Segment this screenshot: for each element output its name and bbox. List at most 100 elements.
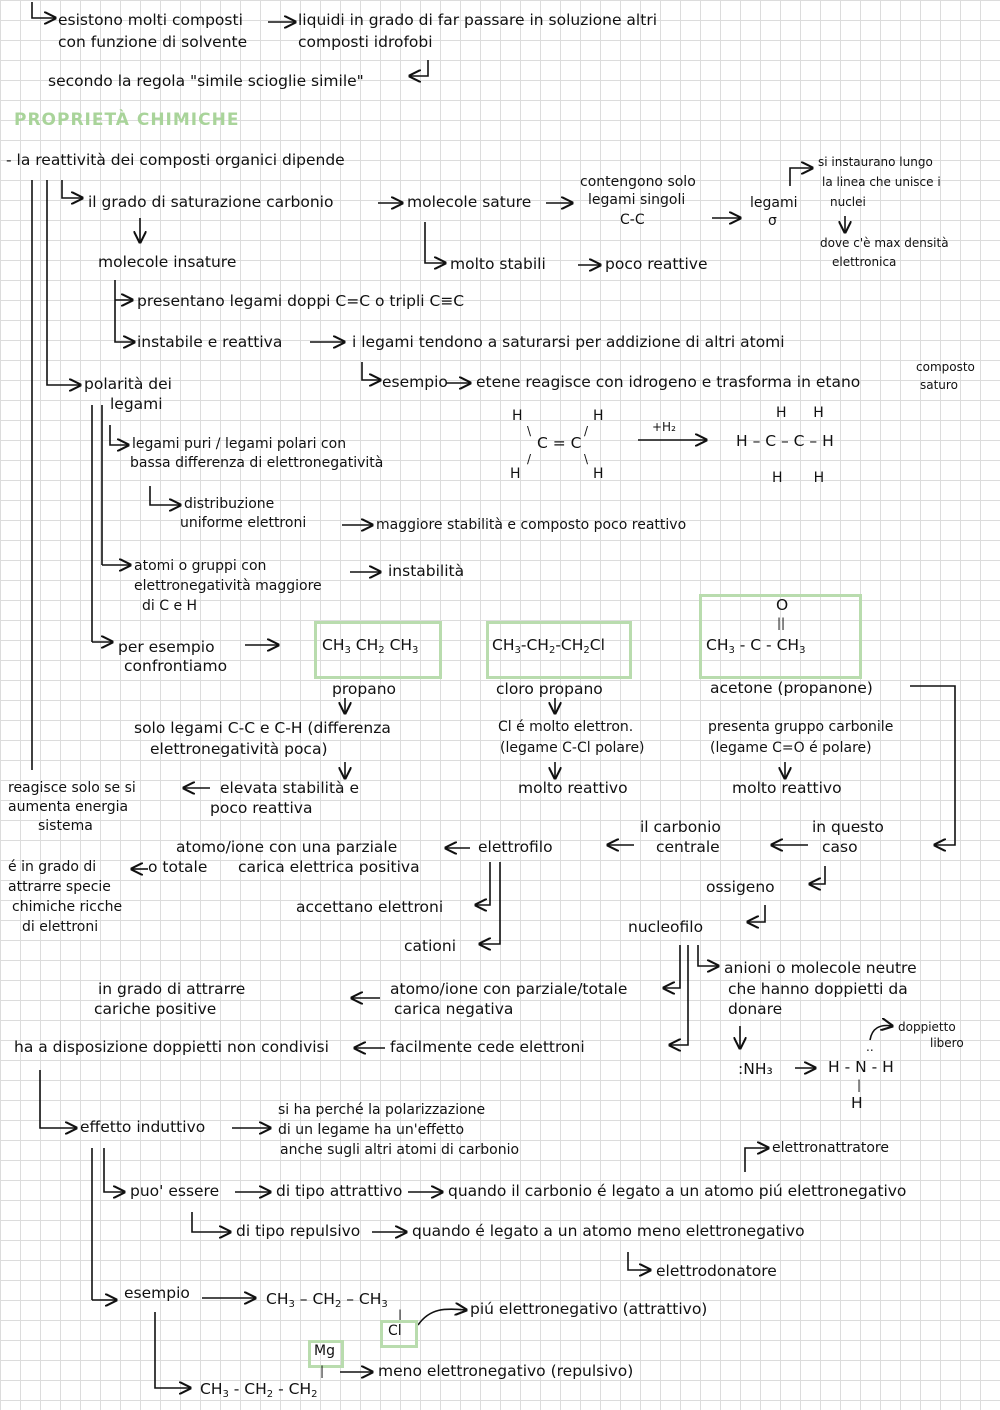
text-r3: molecole sature <box>407 193 532 211</box>
text-ossigeno: ossigeno <box>706 878 775 896</box>
text-r16a: composto <box>916 360 975 374</box>
text-r1: - la reattività dei composti organici di… <box>6 151 345 169</box>
text-mer: meno elettronegativo (repulsivo) <box>378 1362 634 1380</box>
text-tr: di tipo repulsivo <box>236 1222 361 1240</box>
text-at2: carica elettrica positiva <box>238 858 420 876</box>
text-r5a: legami <box>750 195 798 211</box>
text-r9: molto stabili <box>450 255 546 273</box>
text-es: esempio <box>124 1284 190 1302</box>
text-sh2: di un legame ha un'effetto <box>278 1122 465 1138</box>
chlorine-box <box>380 1320 418 1348</box>
acetone-box <box>699 594 862 679</box>
text-rg3: sistema <box>38 818 93 834</box>
text-iq1: in questo <box>812 818 884 836</box>
text-l5: secondo la regola "simile scioglie simil… <box>48 72 364 90</box>
text-r11: presentano legami doppi C=C o tripli C≡C <box>137 292 465 310</box>
label-acetone: acetone (propanone) <box>710 679 873 697</box>
text-nucleofilo: nucleofilo <box>628 918 704 936</box>
text-r19b: uniforme elettroni <box>180 515 307 531</box>
text-qa: quando il carbonio é legato a un atomo p… <box>448 1182 907 1200</box>
text-dl2: libero <box>930 1036 964 1050</box>
acetone-double-bond: || <box>777 616 786 630</box>
text-an3: donare <box>728 1000 783 1018</box>
text-r6b: la linea che unisce i <box>822 175 941 189</box>
text-at1: atomo/ione con una parziale <box>176 838 398 856</box>
text-r6c: nuclei <box>830 195 866 209</box>
text-rg2: aumenta energia <box>8 799 129 815</box>
text-an4: atomo/ione con parziale/totale <box>390 980 628 998</box>
text-hd: ha a disposizione doppietti non condivis… <box>14 1038 329 1056</box>
text-r6a: si instaurano lungo <box>818 155 933 169</box>
text-cationi: cationi <box>404 937 457 955</box>
text-r23a: per esempio <box>118 638 215 656</box>
text-r16b: saturo <box>920 378 958 392</box>
text-ig1: in grado di attrarre <box>98 980 246 998</box>
text-r7b: elettronica <box>832 255 897 269</box>
text-fc: facilmente cede elettroni <box>390 1038 585 1056</box>
text-pe: puo' essere <box>130 1182 220 1200</box>
text-r4b: legami singoli <box>588 192 686 208</box>
text-cc1: il carbonio <box>640 818 721 836</box>
text-r17a: polarità dei <box>84 375 172 393</box>
formula-example-2: CH3 - CH2 - CH2 <box>200 1380 318 1400</box>
text-r5b: σ <box>768 213 777 229</box>
magnesium-box <box>308 1340 344 1368</box>
text-sh1: si ha perché la polarizzazione <box>278 1102 486 1118</box>
formula-example-1: CH3 – CH2 – CH3 <box>266 1290 388 1310</box>
text-nh3: :NH₃ <box>738 1060 773 1078</box>
text-rg1: reagisce solo se si <box>8 780 136 796</box>
label-propano: propano <box>332 680 396 698</box>
label-cloro-propano: cloro propano <box>496 680 603 698</box>
text-r22: instabilità <box>388 562 465 580</box>
text-r17b: legami <box>110 395 163 413</box>
text-p2a: Cl é molto elettron. <box>498 719 634 735</box>
text-ea: elettronattratore <box>772 1140 889 1156</box>
chloropropane-formula: CH3-CH2-CH2Cl <box>492 636 605 656</box>
text-l4: composti idrofobi <box>298 33 433 51</box>
text-an5: carica negativa <box>394 1000 514 1018</box>
text-cc2: centrale <box>656 838 720 856</box>
acetone-oxygen: O <box>776 596 789 614</box>
text-es2: poco reattiva <box>210 799 313 817</box>
acetone-formula: CH3 - C - CH3 <box>706 636 806 656</box>
propane-box <box>314 621 442 679</box>
text-r12: instabile e reattiva <box>137 333 283 351</box>
text-r23b: confrontiamo <box>124 657 228 675</box>
text-sh3: anche sugli altri atomi di carbonio <box>280 1142 520 1158</box>
text-elettrofilo: elettrofilo <box>478 838 553 856</box>
text-eg4: di elettroni <box>22 919 99 935</box>
text-r20: maggiore stabilità e composto poco reatt… <box>376 517 687 533</box>
text-r4a: contengono solo <box>580 174 696 190</box>
chloropropane-box <box>486 621 632 679</box>
text-p1a: solo legami C-C e C-H (differenza <box>134 719 391 737</box>
text-es1: elevata stabilità e <box>220 779 360 797</box>
text-l1: esistono molti composti <box>58 11 243 29</box>
text-eg1: é in grado di <box>8 859 97 875</box>
text-l2: con funzione di solvente <box>58 33 248 51</box>
chlorine-label: Cl <box>388 1323 402 1339</box>
text-mr1: molto reattivo <box>518 779 628 797</box>
section-heading: PROPRIETÀ CHIMICHE <box>14 110 240 130</box>
text-r10: poco reattive <box>605 255 708 273</box>
text-p1b: elettronegatività poca) <box>150 740 328 758</box>
text-p2b: (legame C-Cl polare) <box>500 740 645 756</box>
text-p3a: presenta gruppo carbonile <box>708 719 894 735</box>
text-dl1: doppietto <box>898 1020 956 1034</box>
text-r7a: dove c'è max densità <box>820 236 949 250</box>
text-r2: il grado di saturazione carbonio <box>88 193 334 211</box>
text-r21a: atomi o gruppi con <box>134 558 267 574</box>
text-r4c: C-C <box>620 212 645 228</box>
text-ei: effetto induttivo <box>80 1118 206 1136</box>
text-iq2: caso <box>822 838 858 856</box>
text-r21c: di C e H <box>142 598 198 614</box>
text-p3b: (legame C=O é polare) <box>710 740 872 756</box>
text-mr2: molto reattivo <box>732 779 842 797</box>
text-r14: esempio <box>382 373 448 391</box>
text-r19a: distribuzione <box>184 496 275 512</box>
text-l3: liquidi in grado di far passare in soluz… <box>298 11 657 29</box>
text-accettano: accettano elettroni <box>296 898 444 916</box>
bond-line-2: | <box>320 1364 325 1378</box>
propane-formula: CH3 CH2 CH3 <box>322 636 419 656</box>
text-ta: di tipo attrattivo <box>276 1182 403 1200</box>
